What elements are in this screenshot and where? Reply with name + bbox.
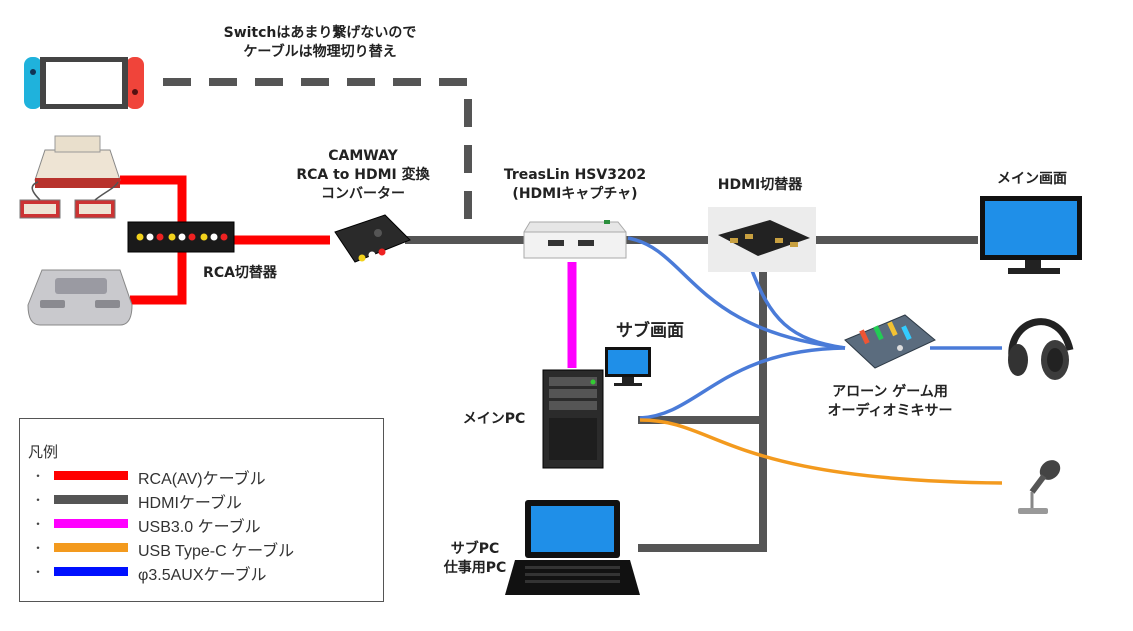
legend-swatch-usbc xyxy=(54,543,128,552)
camway-label: CAMWAY RCA to HDMI 変換 コンバーター xyxy=(273,147,453,204)
capture-label-line1: TreasLin HSV3202 xyxy=(503,167,647,183)
legend-label-usb3: USB3.0 ケーブル xyxy=(138,519,261,536)
famicom-console-icon xyxy=(19,135,121,219)
nintendo-switch-icon xyxy=(24,57,144,109)
snes-rca-cable xyxy=(130,240,187,305)
legend-bullet: ・ xyxy=(32,493,45,507)
legend-label-hdmi: HDMIケーブル xyxy=(138,495,242,512)
legend-label-rca: RCA(AV)ケーブル xyxy=(138,471,266,488)
camway-label-line1: CAMWAY xyxy=(328,148,398,164)
main-monitor-icon xyxy=(980,196,1082,274)
camway-converter-device-icon xyxy=(334,214,411,263)
sub-pc-label: サブPC 仕事用PC xyxy=(430,540,520,578)
legend-swatch-usb3 xyxy=(54,519,128,528)
legend-title: 凡例 xyxy=(28,444,59,461)
laptop-icon xyxy=(505,500,640,595)
mixer-label-line1: アローン ゲーム用 xyxy=(832,384,948,400)
famicom-rca-cable xyxy=(120,175,187,240)
mixer-label-line2: オーディオミキサー xyxy=(827,403,953,419)
headphones-icon xyxy=(1008,318,1074,380)
sub-pc-label-line1: サブPC xyxy=(450,541,500,557)
audio-mixer-device-icon xyxy=(844,314,936,369)
capture-to-mixer-aux-cable xyxy=(627,236,846,350)
main-pc-label: メインPC xyxy=(462,411,526,427)
legend-bullet: ・ xyxy=(32,517,45,531)
legend-bullet: ・ xyxy=(32,565,45,579)
hdmi-switcher-device-icon xyxy=(708,207,816,272)
switch-hdmi-dashed-cable xyxy=(163,78,472,240)
mixer-label: アローン ゲーム用 オーディオミキサー xyxy=(815,383,965,421)
camway-label-line2: RCA to HDMI 変換 xyxy=(296,167,430,183)
mainpc-to-mixer-aux-cable xyxy=(639,346,846,420)
switch-note-label: Switchはあまり繋げないので ケーブルは物理切り替え xyxy=(200,24,440,62)
super-famicom-console-icon xyxy=(27,269,133,326)
sub-screen-label: サブ画面 xyxy=(616,321,684,341)
mainpc-to-mic-usbc-cable xyxy=(639,418,1003,485)
legend-bullet: ・ xyxy=(32,541,45,555)
hdmi-switcher-to-mixer-aux-cable xyxy=(748,264,846,350)
sub-monitor-icon xyxy=(605,347,651,386)
main-pc-tower-icon xyxy=(542,369,604,469)
rca-switcher-label: RCA切替器 xyxy=(203,265,277,281)
legend-swatch-rca xyxy=(54,471,128,480)
microphone-icon xyxy=(1018,460,1061,514)
pcs-to-hdmi-switcher-cable xyxy=(638,272,767,552)
legend-swatch-hdmi xyxy=(54,495,128,504)
cables xyxy=(120,78,1003,552)
legend-label-usbc: USB Type-C ケーブル xyxy=(138,543,295,560)
main-screen-label: メイン画面 xyxy=(997,171,1067,187)
capture-label: TreasLin HSV3202 (HDMIキャプチャ) xyxy=(490,166,660,204)
switch-note-line1: Switchはあまり繋げないので xyxy=(223,25,417,41)
legend-box: 凡例 ・ RCA(AV)ケーブル ・ HDMIケーブル ・ USB3.0 ケーブ… xyxy=(19,418,384,602)
legend-bullet: ・ xyxy=(32,469,45,483)
hdmi-capture-device-icon xyxy=(523,220,627,259)
switch-note-line2: ケーブルは物理切り替え xyxy=(243,44,397,60)
capture-label-line2: (HDMIキャプチャ) xyxy=(512,186,638,202)
legend-swatch-aux xyxy=(54,567,128,576)
hdmi-switcher-label: HDMI切替器 xyxy=(717,177,803,193)
camway-label-line3: コンバーター xyxy=(321,186,405,202)
legend-label-aux: φ3.5AUXケーブル xyxy=(138,567,267,584)
rca-switcher-device-icon xyxy=(127,221,235,253)
sub-pc-label-line2: 仕事用PC xyxy=(443,560,507,576)
